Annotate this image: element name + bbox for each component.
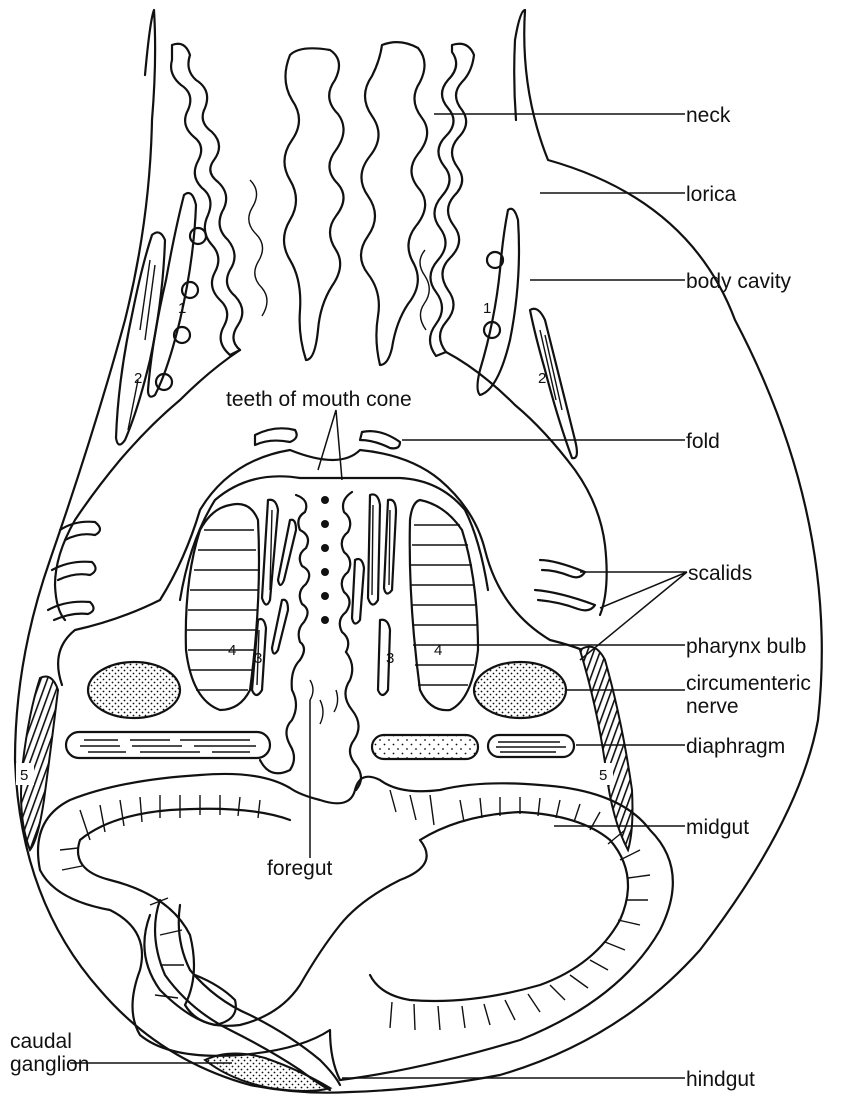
label-num-4-right: 4 bbox=[434, 642, 442, 659]
label-scalids: scalids bbox=[688, 562, 752, 585]
label-caudal-ganglion-line-2: ganglion bbox=[10, 1053, 89, 1076]
label-foregut: foregut bbox=[267, 857, 333, 880]
pharynx-bulb-left-stripes bbox=[187, 530, 258, 690]
label-fold: fold bbox=[686, 430, 720, 453]
diaphragm-bar-center-right bbox=[372, 735, 478, 759]
mouth-cone-arch-inner bbox=[180, 476, 488, 600]
diaphragm-bar-right bbox=[488, 735, 574, 757]
label-num-3-right: 3 bbox=[386, 650, 394, 667]
label-num-5-right: 5 bbox=[599, 767, 607, 784]
label-num-2-left: 2 bbox=[134, 370, 142, 387]
label-circumenteric-nerve-line-1: circumenteric bbox=[686, 672, 811, 695]
diaphragm-bar-left bbox=[66, 732, 270, 758]
neck-lobe-center-left bbox=[284, 48, 344, 360]
fold-right bbox=[360, 431, 400, 448]
caudal-ganglion bbox=[205, 1053, 330, 1091]
label-num-1-left: 1 bbox=[178, 300, 186, 317]
label-hindgut: hindgut bbox=[686, 1068, 755, 1091]
foregut-wall-left bbox=[260, 660, 300, 773]
midgut-lumen bbox=[78, 809, 628, 1026]
label-teeth-of-mouth-cone: teeth of mouth cone bbox=[226, 388, 412, 411]
circumenteric-nerve-left bbox=[88, 662, 180, 718]
diaphragm-bar-left-dashes bbox=[80, 740, 256, 752]
label-caudal-ganglion-line-1: caudal bbox=[10, 1030, 72, 1053]
label-diaphragm: diaphragm bbox=[686, 735, 785, 758]
midgut-outer bbox=[38, 774, 673, 1080]
foregut-wall-right bbox=[345, 652, 361, 790]
label-lorica: lorica bbox=[686, 183, 737, 206]
mouth-cone-arch-outer bbox=[58, 450, 600, 685]
nerve-cell-left-2 bbox=[182, 282, 198, 298]
lateral-muscle-5-right bbox=[580, 647, 633, 850]
neck-lobe-center-right bbox=[361, 42, 427, 365]
label-num-5-left: 5 bbox=[20, 767, 28, 784]
neck-fold-right-inner bbox=[420, 250, 429, 330]
foregut-lumen-folds bbox=[310, 680, 338, 724]
mouth-cone-teeth-dots bbox=[321, 496, 329, 624]
mouth-cone-teeth-left bbox=[296, 495, 309, 660]
label-circumenteric-nerve-line-2: nerve bbox=[686, 695, 739, 718]
label-body-cavity: body cavity bbox=[686, 270, 792, 293]
label-num-2-right: 2 bbox=[538, 370, 546, 387]
mouth-cone-teeth-right bbox=[340, 492, 352, 652]
diaphragm-bar-right-dashes bbox=[496, 742, 566, 752]
scalids-right bbox=[535, 560, 595, 610]
label-num-1-right: 1 bbox=[483, 300, 491, 317]
label-neck: neck bbox=[686, 104, 731, 127]
label-num-4-left: 4 bbox=[228, 642, 236, 659]
fold-left bbox=[255, 428, 297, 445]
muscle-1-left bbox=[148, 193, 196, 397]
label-midgut: midgut bbox=[686, 816, 749, 839]
circumenteric-nerve-right bbox=[474, 662, 566, 718]
retractor-muscle-2-left bbox=[116, 232, 165, 444]
nerve-cell-left-1 bbox=[190, 228, 206, 244]
neck-fold-left-inner bbox=[249, 180, 267, 316]
label-pharynx-bulb: pharynx bulb bbox=[686, 635, 806, 658]
neck-fold-right bbox=[430, 44, 474, 356]
label-num-3-left: 3 bbox=[254, 650, 262, 667]
